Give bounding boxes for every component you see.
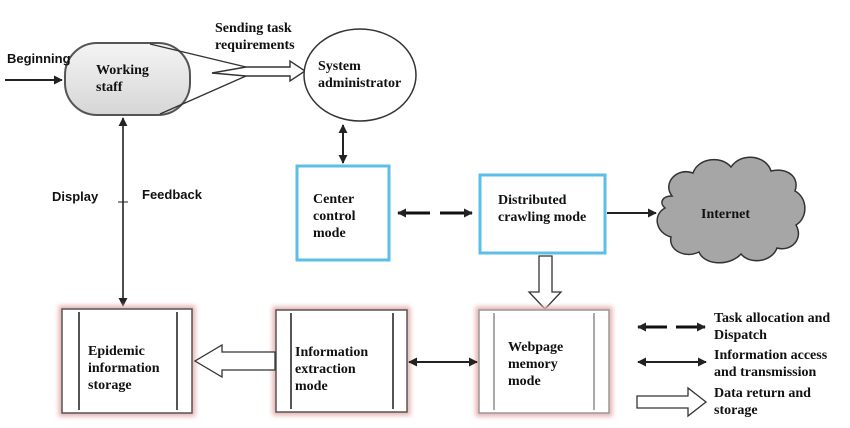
- legend-data-return-label: Data return and storage: [714, 386, 811, 418]
- distributed-crawling-label: Distributed crawling mode: [498, 193, 587, 225]
- crawling-memory-arrow: [527, 255, 563, 310]
- epidemic-storage-label: Epidemic information storage: [88, 344, 160, 393]
- center-control-label: Center control mode: [313, 192, 356, 241]
- internet-cloud: [656, 156, 806, 264]
- legend-task-allocation-label: Task allocation and Dispatch: [714, 311, 831, 343]
- internet-label: Internet: [701, 207, 750, 222]
- sending-task-label: Sending task requirements: [215, 21, 295, 53]
- system-admin-label: System administrator: [318, 59, 402, 91]
- info-extraction-label: Information extraction mode: [295, 345, 369, 394]
- epidemic-storage-box: [61, 308, 193, 414]
- feedback-label: Feedback: [142, 187, 202, 202]
- center-control-box: [295, 164, 391, 262]
- distributed-crawling-box: [478, 173, 607, 255]
- webpage-memory-box: [478, 309, 610, 414]
- display-label: Display: [52, 189, 99, 204]
- extraction-storage-arrow: [193, 343, 276, 379]
- working-staff-node: [64, 42, 191, 116]
- legend-hollow-arrow: [636, 386, 708, 418]
- legend-info-access-label: Information access and transmission: [714, 348, 828, 380]
- info-extraction-box: [275, 309, 408, 413]
- webpage-memory-label: Webpage memory mode: [508, 340, 564, 389]
- beginning-label: Beginning: [7, 51, 71, 66]
- working-staff-label: Working staff: [96, 63, 149, 95]
- system-administrator-node: [303, 28, 417, 122]
